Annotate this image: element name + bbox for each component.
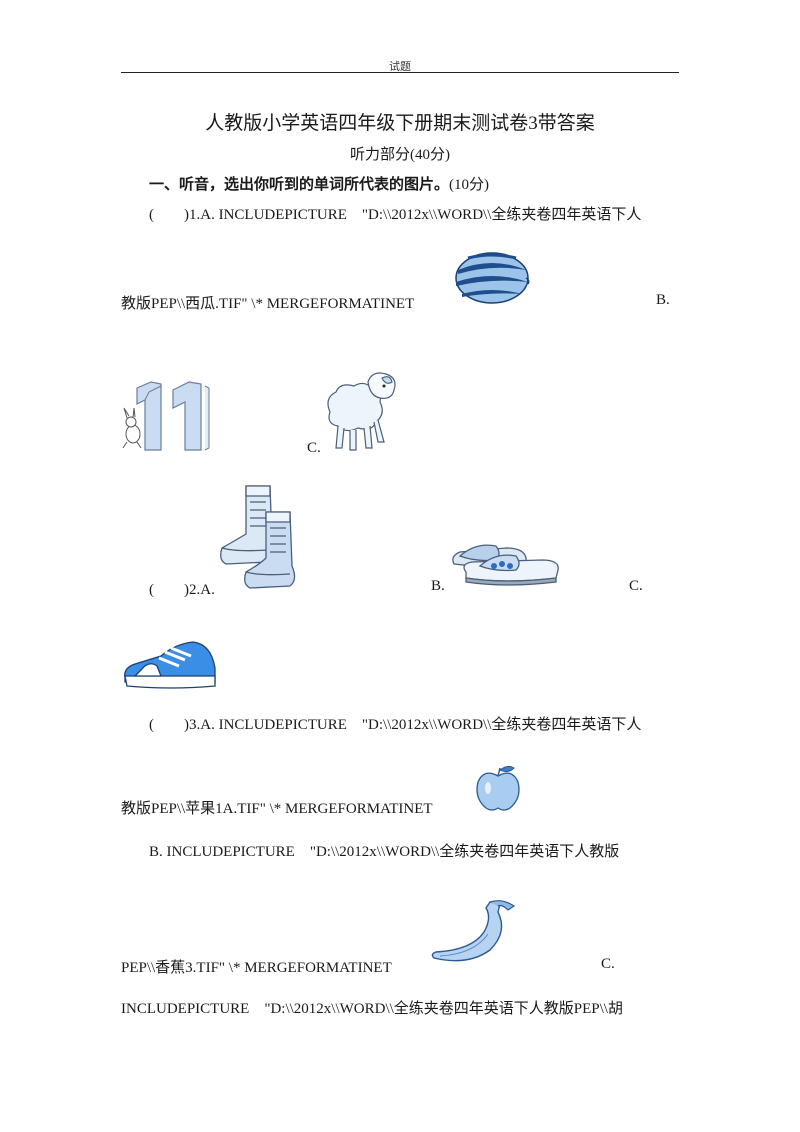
- eleven-icon: [122, 381, 210, 451]
- q3-line1: ( )3.A. INCLUDEPICTURE "D:\\2012x\\WORD\…: [149, 717, 642, 733]
- watermelon-icon: [455, 252, 530, 304]
- q2-option-c: C.: [629, 578, 643, 594]
- q3-option-c: C.: [601, 956, 615, 972]
- apple-icon: [476, 765, 520, 811]
- q2-prefix: ( )2.A.: [149, 582, 215, 598]
- slippers-icon: [452, 544, 559, 586]
- banana-icon: [431, 900, 516, 962]
- q1-option-b: B.: [656, 292, 670, 308]
- q3-line3: B. INCLUDEPICTURE "D:\\2012x\\WORD\\全练夹卷…: [149, 844, 620, 860]
- section-heading-text: 一、听音，选出你听到的单词所代表的图片。: [149, 175, 450, 193]
- q1-line1: ( )1.A. INCLUDEPICTURE "D:\\2012x\\WORD\…: [149, 207, 642, 223]
- page-subtitle: 听力部分(40分): [350, 147, 450, 163]
- header-text: 试题: [389, 61, 411, 73]
- q3-line5: INCLUDEPICTURE "D:\\2012x\\WORD\\全练夹卷四年英…: [121, 1001, 623, 1017]
- sheep-icon: [327, 372, 396, 451]
- q2-option-b: B.: [431, 578, 445, 594]
- q3-line2: 教版PEP\\苹果1A.TIF" \* MERGEFORMATINET: [121, 801, 433, 817]
- q3-line4: PEP\\香蕉3.TIF" \* MERGEFORMATINET: [121, 960, 392, 976]
- header-rule: [121, 72, 679, 73]
- q1-option-c: C.: [307, 440, 321, 456]
- section-points: (10分): [449, 177, 490, 193]
- sneaker-icon: [124, 641, 216, 689]
- page-title: 人教版小学英语四年级下册期末测试卷3带答案: [205, 113, 595, 134]
- section-heading: 一、听音，选出你听到的单词所代表的图片。(10分): [149, 173, 489, 194]
- boots-icon: [220, 485, 296, 589]
- q1-line2: 教版PEP\\西瓜.TIF" \* MERGEFORMATINET: [121, 296, 415, 312]
